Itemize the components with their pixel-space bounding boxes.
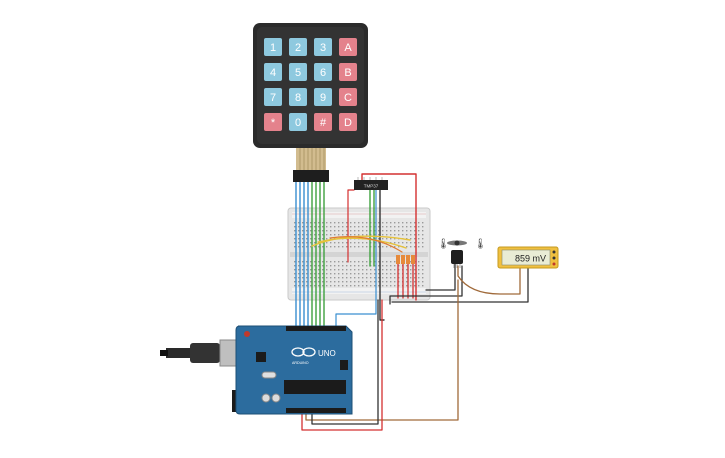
keypad-key-label: C bbox=[344, 92, 352, 104]
probe-terminal bbox=[552, 262, 556, 266]
multimeter-reading: 859 mV bbox=[515, 254, 546, 264]
keypad-key[interactable] bbox=[314, 113, 332, 131]
keypad[interactable]: 1 2 3 A 4 5 6 B 7 8 9 C * 0 # D bbox=[253, 23, 368, 182]
keypad-key-label: 9 bbox=[320, 92, 326, 104]
power-header bbox=[286, 408, 346, 413]
keypad-key-label: B bbox=[344, 67, 351, 79]
crystal bbox=[261, 371, 277, 379]
keypad-key[interactable] bbox=[339, 38, 357, 56]
capacitor bbox=[261, 393, 271, 403]
keypad-key-label: 7 bbox=[270, 92, 276, 104]
wire-red bbox=[301, 299, 383, 431]
keypad-key[interactable] bbox=[289, 88, 307, 106]
wire-black bbox=[425, 263, 456, 291]
wire-black bbox=[391, 267, 529, 303]
keypad-key-label: 0 bbox=[295, 117, 301, 129]
keypad-key[interactable] bbox=[314, 38, 332, 56]
ic-chip[interactable]: TMP37 bbox=[354, 177, 388, 190]
reset-button[interactable] bbox=[244, 331, 250, 337]
keypad-key[interactable] bbox=[339, 63, 357, 81]
keypad-key-label: D bbox=[344, 117, 352, 129]
wire-yellow bbox=[317, 237, 407, 249]
probe-terminal bbox=[552, 256, 556, 260]
keypad-key-label: 8 bbox=[295, 92, 301, 104]
wire-brown bbox=[457, 265, 521, 295]
arduino-brand-label: ARDUINO bbox=[292, 361, 309, 365]
keypad-key[interactable] bbox=[314, 88, 332, 106]
keypad-key[interactable] bbox=[289, 63, 307, 81]
keypad-key-label: # bbox=[320, 117, 327, 129]
keypad-key[interactable] bbox=[264, 88, 282, 106]
keypad-key-label: * bbox=[271, 117, 276, 129]
keypad-key[interactable] bbox=[264, 38, 282, 56]
keypad-key[interactable] bbox=[339, 88, 357, 106]
keypad-key[interactable] bbox=[264, 63, 282, 81]
microcontroller-chip bbox=[284, 380, 346, 394]
ic-label: TMP37 bbox=[364, 184, 379, 189]
keypad-key[interactable] bbox=[264, 113, 282, 131]
keypad-key-label: 5 bbox=[295, 67, 301, 79]
keypad-key[interactable] bbox=[314, 63, 332, 81]
keypad-key-label: 6 bbox=[320, 67, 326, 79]
thermometer-icon: 🌡 bbox=[437, 238, 450, 250]
usb-chip bbox=[256, 352, 266, 362]
arduino-model-label: UNO bbox=[318, 349, 336, 358]
keypad-key-label: 3 bbox=[320, 42, 326, 54]
keypad-key[interactable] bbox=[339, 113, 357, 131]
keypad-key-label: A bbox=[344, 42, 352, 54]
wire-red bbox=[361, 173, 417, 301]
wires bbox=[295, 173, 529, 431]
wire-black bbox=[379, 189, 385, 321]
keypad-key-label: 1 bbox=[270, 42, 276, 54]
digital-header bbox=[286, 326, 346, 331]
probe-terminal bbox=[552, 250, 556, 254]
keypad-key-label: 4 bbox=[270, 67, 276, 79]
breadboard[interactable] bbox=[287, 207, 431, 301]
resistors[interactable] bbox=[396, 255, 415, 264]
capacitor bbox=[271, 393, 281, 403]
multimeter[interactable]: 859 mV bbox=[497, 246, 559, 269]
keypad-key[interactable] bbox=[289, 113, 307, 131]
arduino-logo bbox=[291, 347, 316, 357]
arduino-uno[interactable]: UNO ARDUINO bbox=[160, 325, 353, 415]
keypad-ribbon bbox=[293, 148, 329, 182]
keypad-key[interactable] bbox=[289, 38, 307, 56]
wire-orange bbox=[329, 236, 403, 253]
thermometer-icon: 🌡 bbox=[474, 238, 487, 250]
breadboard-holes bbox=[294, 222, 424, 287]
wire-blue bbox=[335, 189, 377, 331]
keypad-key-label: 2 bbox=[295, 42, 301, 54]
wire-black bbox=[311, 299, 379, 425]
icsp-header bbox=[340, 360, 348, 370]
temperature-sensor[interactable]: 🌡 🌡 bbox=[437, 238, 487, 268]
